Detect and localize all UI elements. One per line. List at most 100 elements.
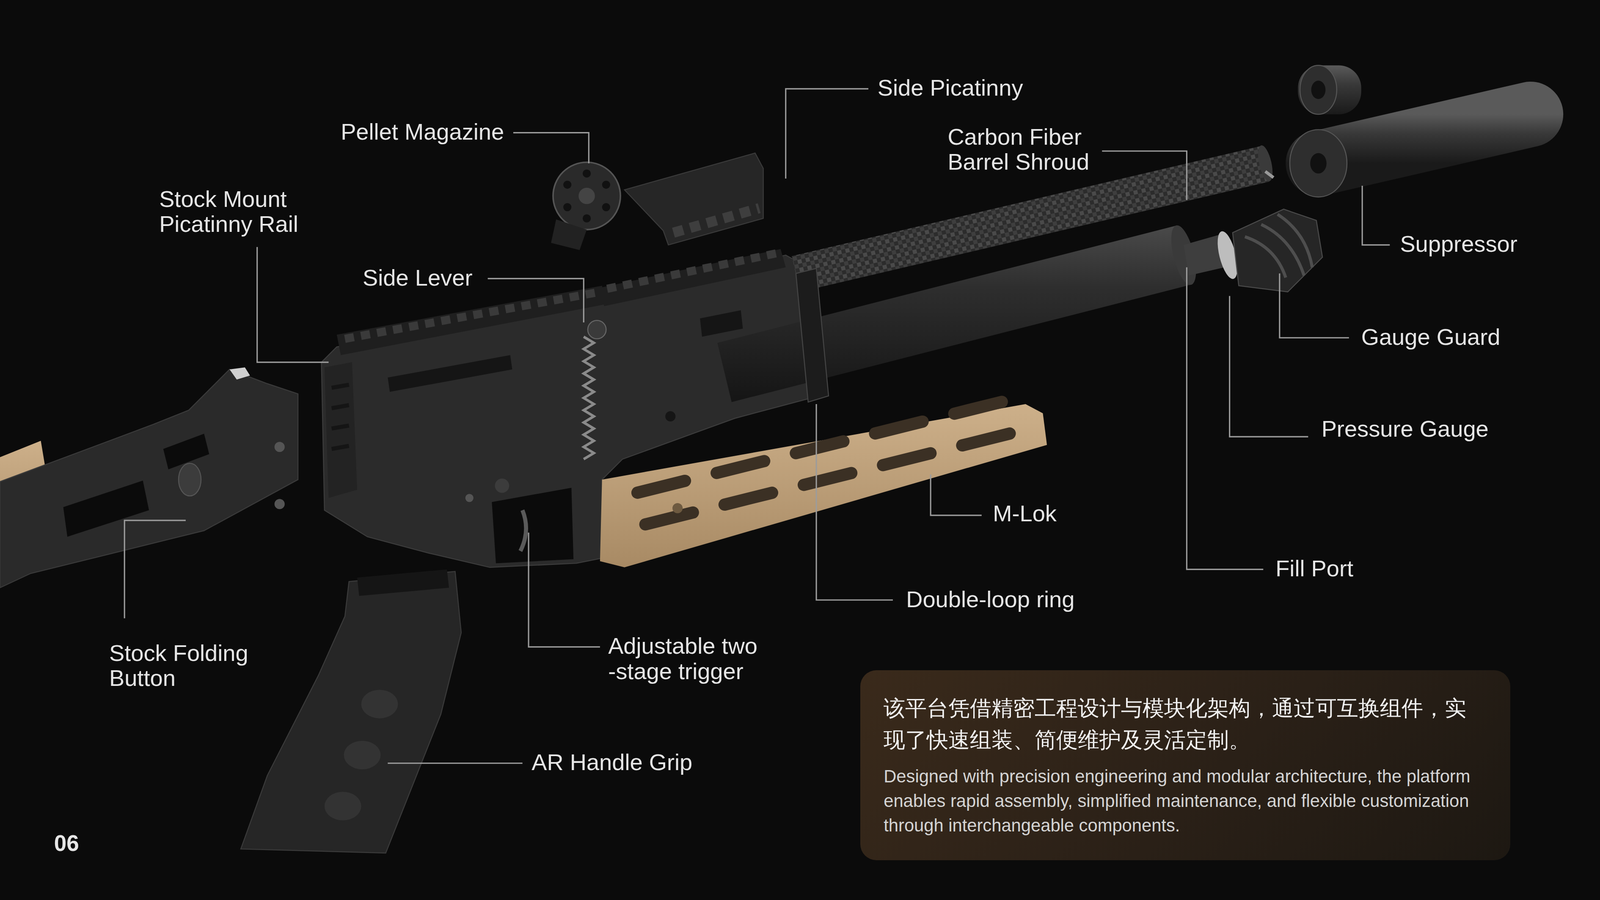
receiver [600,248,786,306]
handguard [630,394,1018,532]
handguard [947,394,1010,422]
pistol-grip [240,569,462,854]
part-label: Fill Port [1275,556,1354,582]
part-label: Side Picatinny [877,75,1024,101]
folding-stock [274,498,285,510]
leader-line [528,532,601,648]
page-number: 06 [54,830,80,856]
folding-stock [63,480,150,538]
suppressor [1311,80,1326,100]
handguard [600,404,1047,568]
pellet-magazine [602,180,611,189]
handguard [788,434,851,461]
part-label: Stock Mount Picatinny Rail [159,186,301,237]
part-label: Carbon Fiber Barrel Shroud [947,124,1092,175]
folding-stock [274,441,285,452]
receiver [607,253,778,289]
handguard [638,505,701,532]
handguard [867,414,930,441]
leader-line [124,88,1390,764]
handguard [672,503,683,514]
receiver [336,285,607,356]
pellet-magazine [553,162,621,230]
leader-line [257,247,329,363]
receiver [344,291,601,339]
receiver [491,487,574,564]
handguard [875,446,938,473]
side-picatinny [624,153,764,246]
leader-line [124,520,186,619]
leader-line [487,278,584,323]
leader-line [1229,295,1309,437]
folding-stock [0,367,298,588]
caption-chinese: 该平台凭借精密工程设计与模块化架构，通过可互换组件，实 现了快速组装、简便维护及… [883,692,1488,757]
pistol-grip [357,569,449,597]
part-label: Side Lever [362,265,473,291]
handguard [709,453,772,481]
pellet-magazine [563,180,572,189]
leader-line [1186,267,1264,570]
pistol-grip [240,571,462,854]
pellet-magazine [582,169,591,178]
pellet-magazine [578,187,595,205]
leader-line [785,88,869,179]
part-label: Pressure Gauge [1321,416,1489,442]
air-cylinder [717,223,1201,403]
receiver [331,384,350,388]
handguard [717,485,780,513]
part-label: Adjustable two -stage trigger [608,633,761,684]
handguard [600,394,1047,568]
gauge-assembly [1183,209,1323,292]
pellet-magazine [602,203,611,212]
side-lever [583,336,594,460]
part-label: Double-loop ring [906,586,1075,612]
handguard [954,426,1017,453]
caption-english: Designed with precision engineering and … [883,764,1488,838]
pellet-magazine [550,162,621,250]
barrel-shroud [1265,171,1274,178]
receiver [699,310,743,337]
pistol-grip [344,740,381,770]
pistol-grip [324,791,362,821]
part-label: Suppressor [1399,231,1518,257]
receiver [331,404,350,408]
side-lever [587,320,606,339]
receiver [495,478,510,493]
receiver [331,425,350,429]
barrel-shroud [1255,143,1276,183]
description-panel: 该平台凭借精密工程设计与模块化架构，通过可互换组件，实 现了快速组装、简便维护及… [860,670,1511,861]
receiver [387,355,513,392]
handguard [630,473,693,501]
folding-stock [178,463,202,496]
part-label: AR Handle Grip [531,749,693,775]
suppressor [1297,65,1362,115]
part-label: M-Lok [992,501,1057,526]
leader-line [1101,151,1187,201]
handguard [796,465,859,493]
side-picatinny [673,208,760,233]
air-cylinder [717,225,1191,403]
suppressor [1310,153,1327,174]
part-label: Gauge Guard [1361,324,1501,350]
leader-line [930,474,982,515]
pistol-grip [361,689,399,719]
receiver [465,493,474,502]
pellet-magazine [550,219,587,251]
suppressor [1318,114,1531,164]
part-label: Pellet Magazine [340,119,504,145]
pellet-magazine [582,214,591,223]
receiver [665,411,676,422]
part-label: Stock Folding Button [109,640,251,691]
leader-line [1279,273,1350,338]
air-cylinder [795,268,829,403]
gauge-assembly [1244,214,1313,278]
folding-stock [229,367,251,380]
leader-line [816,404,893,601]
side-picatinny [624,153,764,246]
pellet-magazine [563,203,572,212]
suppressor [1299,65,1337,115]
receiver [331,446,350,449]
side-lever [583,320,606,460]
